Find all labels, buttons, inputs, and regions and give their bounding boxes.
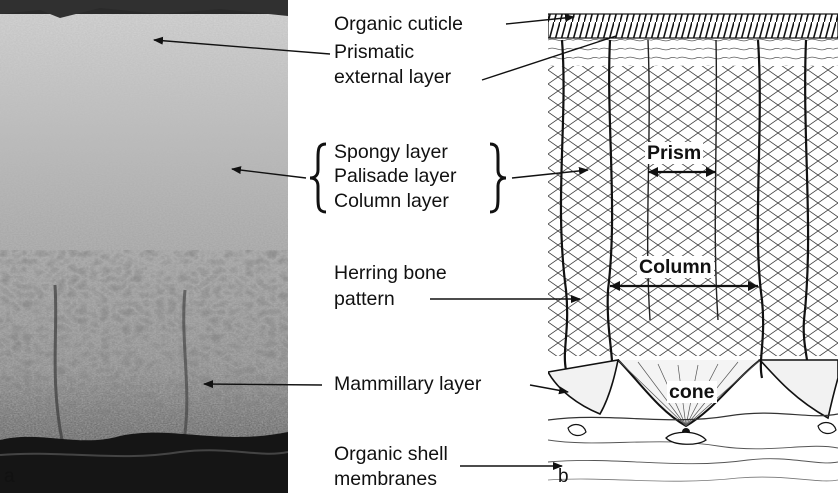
arrow-prismatic-to-drawing [482,36,616,80]
arrow-prismatic-to-sem [154,40,330,54]
arrow-cuticle-to-drawing [506,17,574,24]
arrow-mammillary-to-sem [204,384,322,385]
right-brace [490,144,506,212]
arrow-mammillary-to-drawing [530,385,568,392]
arrow-layers-to-sem [232,169,306,178]
arrow-layers-to-drawing [512,170,588,178]
left-brace [310,144,326,212]
